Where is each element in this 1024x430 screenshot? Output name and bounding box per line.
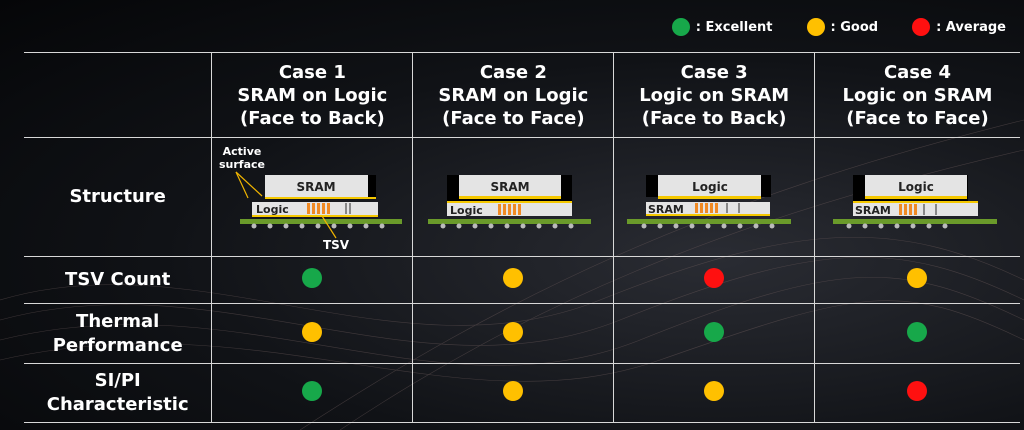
rating-dot: [907, 268, 928, 288]
top-die: [459, 175, 562, 196]
substrate: [240, 219, 403, 224]
tsv-label: TSV: [323, 238, 350, 252]
top-die: [864, 175, 967, 196]
rating-dot: [907, 381, 928, 401]
rating-dot: [704, 381, 725, 401]
rating-dot: [704, 268, 725, 288]
tsv-count-row: TSV Count: [24, 256, 1020, 304]
legend-good: : Good: [806, 18, 878, 36]
substrate: [626, 219, 791, 224]
stack-diagram: Logic SRAM: [832, 175, 997, 229]
case-4-structure: Logic SRAM: [813, 137, 1020, 257]
legend: : Excellent : Good : Average: [671, 18, 1006, 36]
top-die: [657, 175, 761, 196]
rating-dot: [503, 381, 524, 401]
svg-text:Logic: Logic: [898, 180, 934, 194]
substrate: [428, 219, 592, 224]
rating-dot: [907, 321, 928, 342]
svg-text:SRAM: SRAM: [648, 203, 684, 216]
svg-text:SRAM: SRAM: [855, 204, 891, 217]
rating-dot: [302, 381, 323, 401]
red-dot-icon: [912, 18, 931, 36]
green-dot-icon: [671, 18, 690, 36]
rating-dot: [302, 268, 323, 288]
legend-average: : Average: [912, 18, 1006, 36]
stack-diagram: SRAM Logic Active surface TSV: [219, 145, 403, 252]
case-2-structure: SRAM Logic: [412, 137, 615, 257]
case-1-structure: SRAM Logic Active surface TSV: [211, 137, 414, 257]
svg-text:Logic: Logic: [692, 180, 728, 194]
rating-dot: [704, 321, 725, 342]
top-die: [265, 175, 369, 197]
svg-text:SRAM: SRAM: [297, 180, 336, 194]
stack-diagram: SRAM Logic: [428, 175, 592, 229]
structure-row: Structure SRAM Logic Active surface TSV: [24, 137, 1020, 257]
substrate: [832, 219, 997, 224]
svg-text:SRAM: SRAM: [491, 180, 530, 194]
rating-dot: [302, 321, 323, 342]
svg-text:Logic: Logic: [450, 204, 483, 217]
svg-text:surface: surface: [219, 158, 265, 171]
corner-cell: [24, 52, 213, 138]
legend-excellent: : Excellent: [671, 18, 773, 36]
yellow-dot-icon: [806, 18, 825, 36]
row-label-tsv-count: TSV Count: [24, 256, 213, 304]
active-surface-label: Active: [223, 145, 262, 158]
rating-dot: [503, 268, 524, 288]
row-label-structure: Structure: [24, 137, 213, 257]
case-3-structure: Logic SRAM: [613, 137, 815, 257]
svg-text:Logic: Logic: [256, 203, 289, 216]
stack-diagram: Logic SRAM: [626, 175, 791, 229]
rating-dot: [503, 321, 524, 342]
